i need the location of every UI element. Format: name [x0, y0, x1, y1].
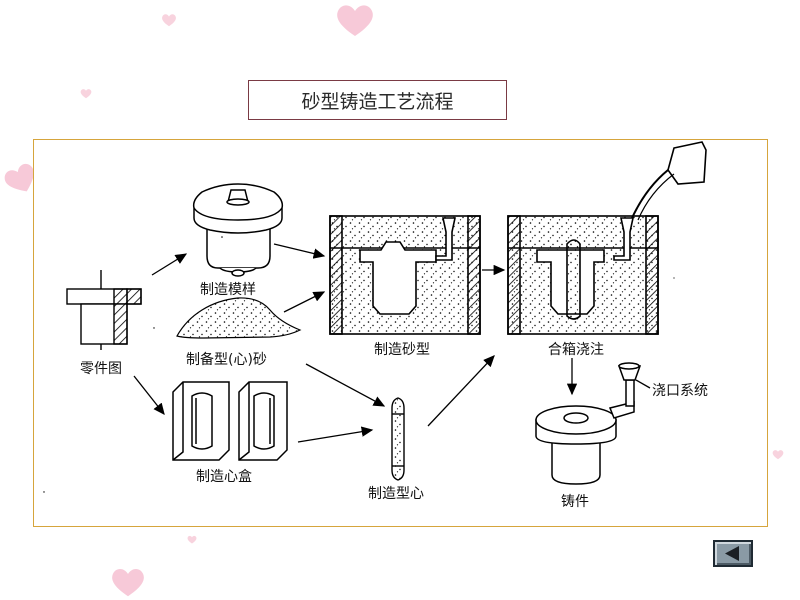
arrow-core-to-assembly — [427, 355, 495, 427]
label-make-core-box: 制造心盒 — [196, 469, 252, 485]
core-box-illustration — [172, 381, 288, 461]
label-make-core: 制造型心 — [368, 486, 424, 502]
arrow-part-to-pattern — [151, 253, 188, 276]
label-gating-system: 浇口系统 — [652, 383, 708, 399]
left-triangle-icon — [725, 546, 739, 561]
heart-decoration-icon — [337, 5, 373, 37]
sand-mold-illustration — [329, 215, 481, 335]
heart-decoration-icon — [187, 535, 197, 544]
label-make-pattern: 制造模样 — [200, 282, 256, 298]
label-make-sand-mold: 制造砂型 — [374, 342, 430, 358]
core-illustration — [391, 397, 405, 481]
arrow-part-to-corebox — [133, 375, 165, 416]
flow-arrows — [133, 243, 651, 443]
heart-decoration-icon — [772, 450, 784, 460]
label-casting: 铸件 — [561, 494, 589, 510]
arrow-pattern-to-mold — [273, 243, 326, 259]
heart-decoration-icon — [162, 14, 176, 27]
label-assemble-pour: 合箱浇注 — [548, 342, 604, 358]
sand-pile-illustration — [176, 297, 302, 339]
label-prepare-sand: 制备型(心)砂 — [186, 352, 267, 368]
casting-illustration — [535, 362, 642, 485]
pattern-illustration — [192, 183, 284, 277]
process-diagram: 制造模样 零件图 制备型(心)砂 制造砂型 合箱浇注 浇口系统 制造心盒 制造型… — [33, 139, 768, 527]
label-part-drawing: 零件图 — [80, 361, 122, 377]
process-diagram-drawing — [43, 141, 707, 493]
slide-title: 砂型铸造工艺流程 — [248, 80, 507, 120]
arrow-corebox-to-core — [297, 426, 374, 443]
back-button[interactable] — [713, 540, 753, 567]
part-drawing-illustration — [66, 270, 142, 350]
heart-decoration-icon — [4, 163, 34, 192]
heart-decoration-icon — [80, 89, 92, 99]
arrow-gating-to-casting — [635, 379, 651, 389]
heart-decoration-icon — [112, 568, 144, 597]
assembled-mold-illustration — [507, 141, 707, 335]
arrow-sand-to-mold — [283, 291, 326, 313]
arrow-sand-to-core — [305, 363, 386, 407]
scan-specks — [43, 236, 675, 493]
